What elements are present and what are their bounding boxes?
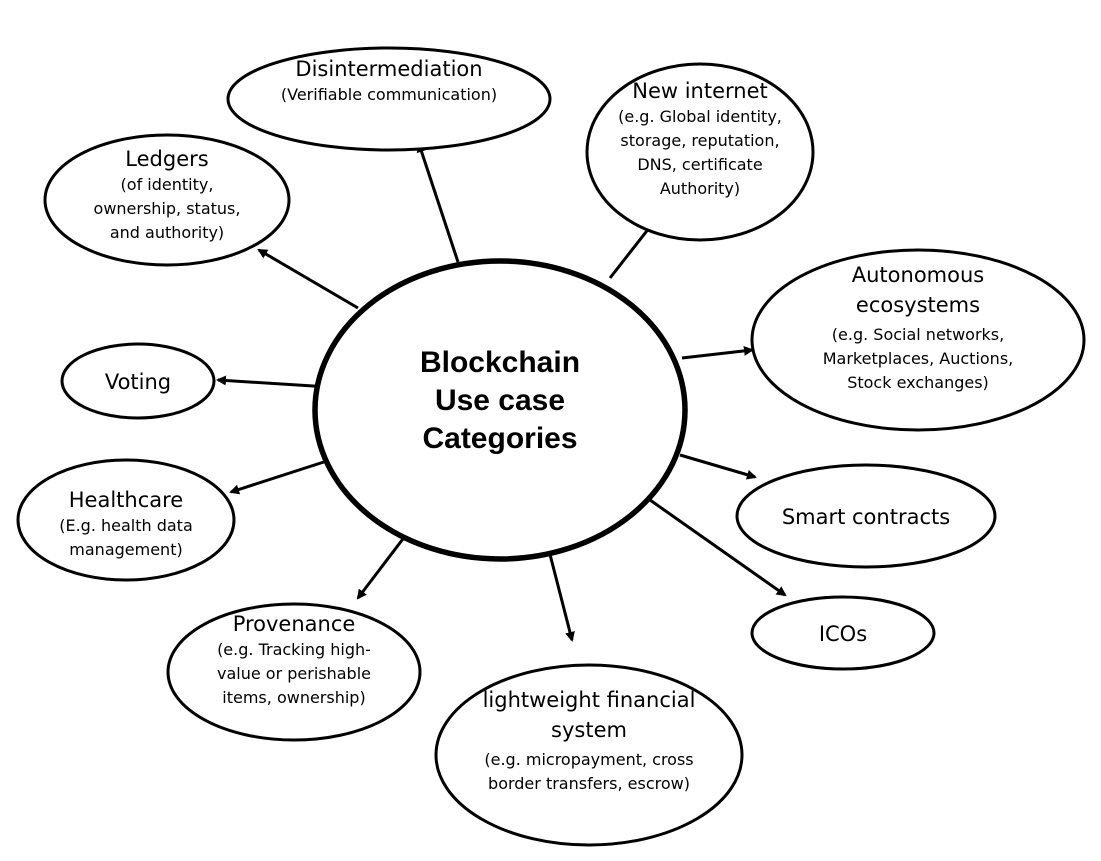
- node-subtitle: border transfers, escrow): [488, 774, 690, 793]
- node-smart-contracts: Smart contracts: [735, 463, 997, 569]
- node-subtitle: and authority): [110, 223, 224, 242]
- node-title: Autonomous: [852, 263, 984, 287]
- node-subtitle: (e.g. Tracking high-: [217, 640, 371, 659]
- ellipse-disintermediation: [226, 46, 552, 152]
- arrow-to-icos: [649, 498, 787, 597]
- node-provenance: Provenance (e.g. Tracking high-value or p…: [166, 602, 422, 742]
- node-subtitle: (E.g. health data: [59, 516, 193, 535]
- ellipse-autonomous: [750, 248, 1086, 432]
- ellipse-provenance: [166, 602, 422, 742]
- node-icos: ICOs: [750, 595, 936, 671]
- node-title: Voting: [105, 370, 171, 394]
- node-lightweight: lightweight financial system (e.g. micropa…: [434, 663, 744, 847]
- node-title: Provenance: [233, 612, 356, 636]
- node-subtitle: Marketplaces, Auctions,: [823, 349, 1014, 368]
- node-subtitle: storage, reputation,: [620, 131, 779, 150]
- node-subtitle: (of identity,: [121, 175, 214, 194]
- arrow-to-ledgers: [257, 248, 359, 310]
- node-subtitle: ownership, status,: [94, 199, 241, 218]
- node-title: New internet: [632, 79, 768, 103]
- ellipse-voting: [60, 342, 216, 420]
- arrow-to-autonomous: [681, 345, 754, 360]
- node-subtitle: Stock exchanges): [847, 373, 989, 392]
- arrow-to-new-internet: [608, 221, 655, 279]
- node-ledgers: Ledgers (of identity, ownership, status, an…: [43, 133, 291, 267]
- arrow-to-healthcare: [229, 458, 331, 495]
- node-subtitle: items, ownership): [222, 688, 365, 707]
- node-subtitle: management): [69, 540, 182, 559]
- node-new-internet: New internet (e.g. Global identity, storag…: [585, 62, 815, 242]
- ellipse-lightweight: [434, 663, 744, 847]
- node-subtitle: (e.g. Global identity,: [618, 107, 782, 126]
- node-title: ICOs: [819, 622, 867, 646]
- node-subtitle: Authority): [660, 179, 740, 198]
- center-title: Blockchain: [420, 346, 580, 379]
- node-autonomous: Autonomous ecosystems (e.g. Social network…: [750, 248, 1086, 432]
- center-title: Use case: [435, 384, 565, 417]
- node-title: Smart contracts: [782, 505, 950, 529]
- center-ellipse: [312, 258, 688, 562]
- ellipse-healthcare: [16, 458, 236, 582]
- node-title: system: [551, 718, 627, 742]
- node-voting: Voting: [60, 342, 216, 420]
- ellipse-smart-contracts: [735, 463, 997, 569]
- center-title: Categories: [422, 422, 577, 455]
- node-subtitle: (Verifiable communication): [281, 85, 497, 104]
- ellipse-ledgers: [43, 133, 291, 267]
- ellipse-icos: [750, 595, 936, 671]
- node-subtitle: (e.g. Social networks,: [832, 325, 1004, 344]
- node-subtitle: value or perishable: [217, 664, 371, 683]
- node-disintermediation: Disintermediation (Verifiable communicati…: [226, 46, 552, 152]
- node-title: Disintermediation: [295, 57, 482, 81]
- arrow-to-disintermediation: [416, 142, 460, 263]
- node-title: Ledgers: [125, 147, 208, 171]
- node-subtitle: (e.g. micropayment, cross: [484, 750, 693, 769]
- ellipse-new-internet: [585, 62, 815, 242]
- node-title: ecosystems: [856, 293, 980, 317]
- node-title: Healthcare: [69, 488, 183, 512]
- node-title: lightweight financial: [483, 688, 696, 712]
- node-healthcare: Healthcare (E.g. health data management): [16, 458, 236, 582]
- arrow-to-smart-contracts: [679, 453, 757, 480]
- node-subtitle: DNS, certificate: [637, 155, 762, 174]
